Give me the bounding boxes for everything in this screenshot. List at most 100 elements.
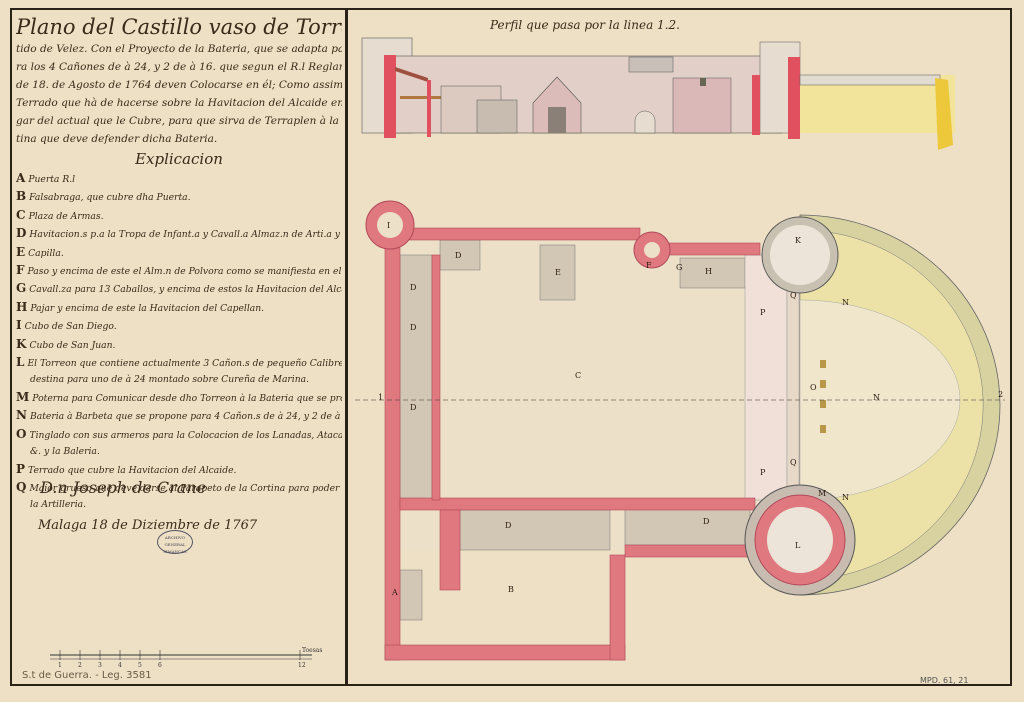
legend-key: Q [16, 479, 27, 494]
map-frame [10, 8, 1012, 686]
title-line-7: tina que deve defender dicha Bateria. [16, 133, 218, 145]
legend-text: Cubo de San Juan. [29, 339, 116, 351]
label-D3: D [410, 323, 416, 332]
legend-text: Bateria à Barbeta que se propone para 4 … [29, 411, 342, 423]
legend-text: Paso y encima de este el Alm.n de Polvor… [27, 266, 342, 278]
legend-text: Tinglado con sus armeros para la Colocac… [29, 429, 342, 441]
label-B: B [508, 585, 514, 594]
scale-tick-label: 4 [118, 662, 122, 669]
legend-key: I [16, 318, 22, 333]
title-line-3: ra los 4 Cañones de à 24, y 2 de à 16. q… [16, 61, 342, 73]
label-N3: N [842, 493, 849, 502]
catalog-ref: MPD. 61, 21 [920, 676, 969, 685]
label-Q2: Q [790, 458, 797, 467]
profile-section [361, 37, 955, 150]
scale-tick-label: 6 [158, 662, 162, 669]
title-line-6: gar del actual que le Cubre, para que si… [16, 115, 342, 127]
legend-key: H [16, 299, 28, 314]
legend-key: O [16, 426, 27, 441]
label-O: O [810, 383, 817, 392]
legend-key: P [16, 461, 26, 476]
label-P: P [760, 308, 766, 317]
text-panel: Plano del Castillo vaso de Torrox en el … [16, 14, 342, 533]
label-A: A [391, 588, 398, 597]
label-D5: D [505, 521, 511, 530]
legend-item-continuation: &. y la Baleria. [30, 446, 100, 458]
label-D4: D [410, 403, 416, 412]
legend-text: Cubo de San Diego. [24, 321, 117, 333]
date: Malaga 18 de Diziembre de 1767 [38, 517, 258, 533]
castle-plan: 1 2 I D D D D D D E F G H C K P P Q Q N … [355, 200, 1005, 661]
title-line-2: tido de Velez. Con el Proyecto de la Bat… [16, 43, 342, 55]
legend-text: Pajar y encima de este la Havitacion del… [30, 302, 265, 314]
legend-text: Capilla. [28, 247, 64, 259]
legend-text: El Torreon que contiene actualmente 3 Ca… [27, 358, 342, 370]
label-C: C [575, 371, 581, 380]
scale-tick-label: 1 [58, 662, 62, 669]
label-D6: D [703, 517, 709, 526]
label-line-2: 2 [998, 390, 1003, 399]
label-G: G [676, 263, 682, 272]
profile-title: Perfil que pasa por la linea 1.2. [490, 18, 680, 32]
legend-text: Plaza de Armas. [28, 210, 104, 222]
legend-text: Terrado que cubre la Havitacion del Alca… [28, 464, 237, 476]
scale-unit: Toesas [302, 647, 322, 654]
label-Q: Q [790, 291, 797, 300]
legend-key: L [16, 355, 25, 370]
scale-tick-label: 3 [98, 662, 102, 669]
legend-text: Falsabraga, que cubre dha Puerta. [29, 192, 191, 204]
legend-item-continuation: destina para uno de à 24 montado sobre C… [30, 374, 310, 386]
label-line-1: 1 [378, 393, 383, 402]
legend-text: Havitacion.s p.a la Tropa de Infant.a y … [29, 229, 342, 241]
label-D2: D [410, 283, 416, 292]
label-N2: N [873, 393, 880, 402]
archive-note: S.t de Guerra. - Leg. 3581 [22, 670, 152, 681]
label-E: E [555, 268, 561, 277]
legend-key: E [16, 244, 26, 259]
archive-stamp: ARCHIVO GENERAL SIMANCAS [157, 530, 193, 554]
label-H: H [705, 267, 712, 276]
label-D: D [455, 251, 461, 260]
title-line-4: de 18. de Agosto de 1764 deven Colocarse… [16, 79, 342, 91]
label-P2: P [760, 468, 766, 477]
panel-divider [345, 8, 348, 686]
legend-key: M [16, 389, 30, 404]
legend-key: F [16, 263, 25, 278]
legend-key: G [16, 281, 27, 296]
legend-text: Puerta R.l [28, 174, 76, 185]
legend-key: K [16, 336, 27, 351]
scale-tick-label: 5 [138, 662, 142, 669]
legend-key: N [16, 408, 27, 423]
legend-key: C [16, 207, 26, 222]
legend-key: A [16, 171, 26, 185]
label-N: N [842, 298, 849, 307]
legend-item-continuation: la Artilleria. [30, 499, 87, 511]
label-F: F [646, 261, 652, 270]
label-K: K [795, 236, 802, 245]
legend-text: Cavall.za para 13 Caballos, y encima de … [29, 284, 342, 296]
signature: D.n Joseph de Crane [40, 478, 207, 497]
legend-text: Poterna para Comunicar desde dho Torreon… [32, 392, 342, 404]
label-I: I [387, 221, 390, 230]
title-line-1: Plano del Castillo vaso de Torrox en el … [16, 15, 342, 39]
legend-heading: Explicacion [135, 150, 223, 168]
scale-tick-label: 12 [298, 662, 306, 669]
